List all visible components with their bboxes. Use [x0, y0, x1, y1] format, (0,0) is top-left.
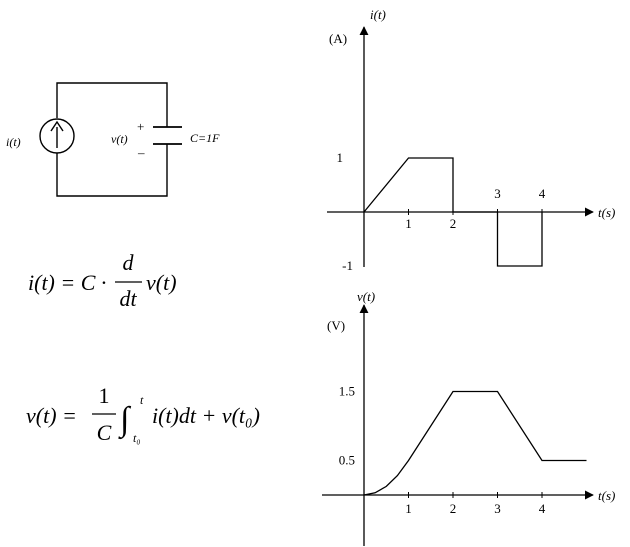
eq2-lhs: v(t) = — [26, 403, 77, 428]
equation-capacitor-voltage: v(t) = 1 C ∫ t t₀ i(t)dt + v(t₀) — [26, 383, 260, 445]
equation-capacitor-current: i(t) = C · d dt v(t) — [28, 250, 177, 311]
capacitor-label: C=1F — [190, 131, 220, 145]
current-source-circle — [39, 118, 75, 154]
voltage-chart-x-tick-label: 2 — [450, 501, 457, 516]
current-chart-y-var-label: i(t) — [370, 7, 386, 22]
eq1-frac-denominator: dt — [119, 286, 137, 311]
current-chart: i(t) (A) t(s) 1 2 3 4 1 -1 — [327, 7, 615, 273]
current-chart-x-tick-label: 4 — [539, 186, 546, 201]
eq2-rhs: i(t)dt + v(t₀) — [152, 403, 260, 428]
voltage-label: v(t) — [111, 132, 128, 146]
current-source-arrow-icon — [50, 120, 64, 148]
current-chart-x-tick-label: 2 — [450, 216, 457, 231]
current-chart-y-tick-label: -1 — [342, 258, 353, 273]
voltage-chart-axes — [322, 304, 594, 546]
voltage-chart-tick-marks — [408, 492, 543, 498]
plus-sign: + — [137, 119, 144, 134]
current-chart-x-tick-label: 1 — [405, 216, 412, 231]
eq2-frac-denominator: C — [97, 420, 112, 445]
voltage-chart-y-tick-label: 1.5 — [339, 384, 355, 399]
circuit-diagram — [39, 82, 182, 197]
eq1-rhs: v(t) — [146, 270, 177, 295]
voltage-chart-x-tick-label: 3 — [494, 501, 501, 516]
voltage-chart: v(t) (V) t(s) 1 2 3 4 1.5 0.5 — [322, 289, 615, 546]
current-chart-axes — [327, 26, 594, 267]
eq1-lhs: i(t) = C · — [28, 270, 106, 295]
circuit-wire — [56, 82, 168, 197]
voltage-chart-x-axis-label: t(s) — [598, 488, 615, 503]
current-series-line — [363, 157, 543, 267]
voltage-series-points — [363, 390, 589, 497]
eq2-upper-limit: t — [140, 393, 144, 407]
current-chart-y-unit-label: (A) — [329, 31, 347, 46]
voltage-chart-y-unit-label: (V) — [327, 318, 345, 333]
voltage-series-line — [363, 390, 587, 496]
voltage-chart-y-tick-label: 0.5 — [339, 453, 355, 468]
minus-sign: – — [137, 145, 145, 160]
eq1-frac-numerator: d — [123, 250, 135, 275]
current-chart-x-axis-label: t(s) — [598, 205, 615, 220]
voltage-chart-y-var-label: v(t) — [357, 289, 375, 304]
voltage-chart-x-tick-label: 4 — [539, 501, 546, 516]
current-chart-y-tick-label: 1 — [337, 150, 344, 165]
voltage-chart-x-tick-label: 1 — [405, 501, 412, 516]
current-chart-x-tick-label: 3 — [494, 186, 501, 201]
eq2-lower-limit: t₀ — [133, 431, 141, 445]
integral-sign-icon: ∫ — [118, 401, 132, 440]
source-label: i(t) — [6, 135, 21, 149]
eq2-frac-numerator: 1 — [99, 383, 110, 408]
